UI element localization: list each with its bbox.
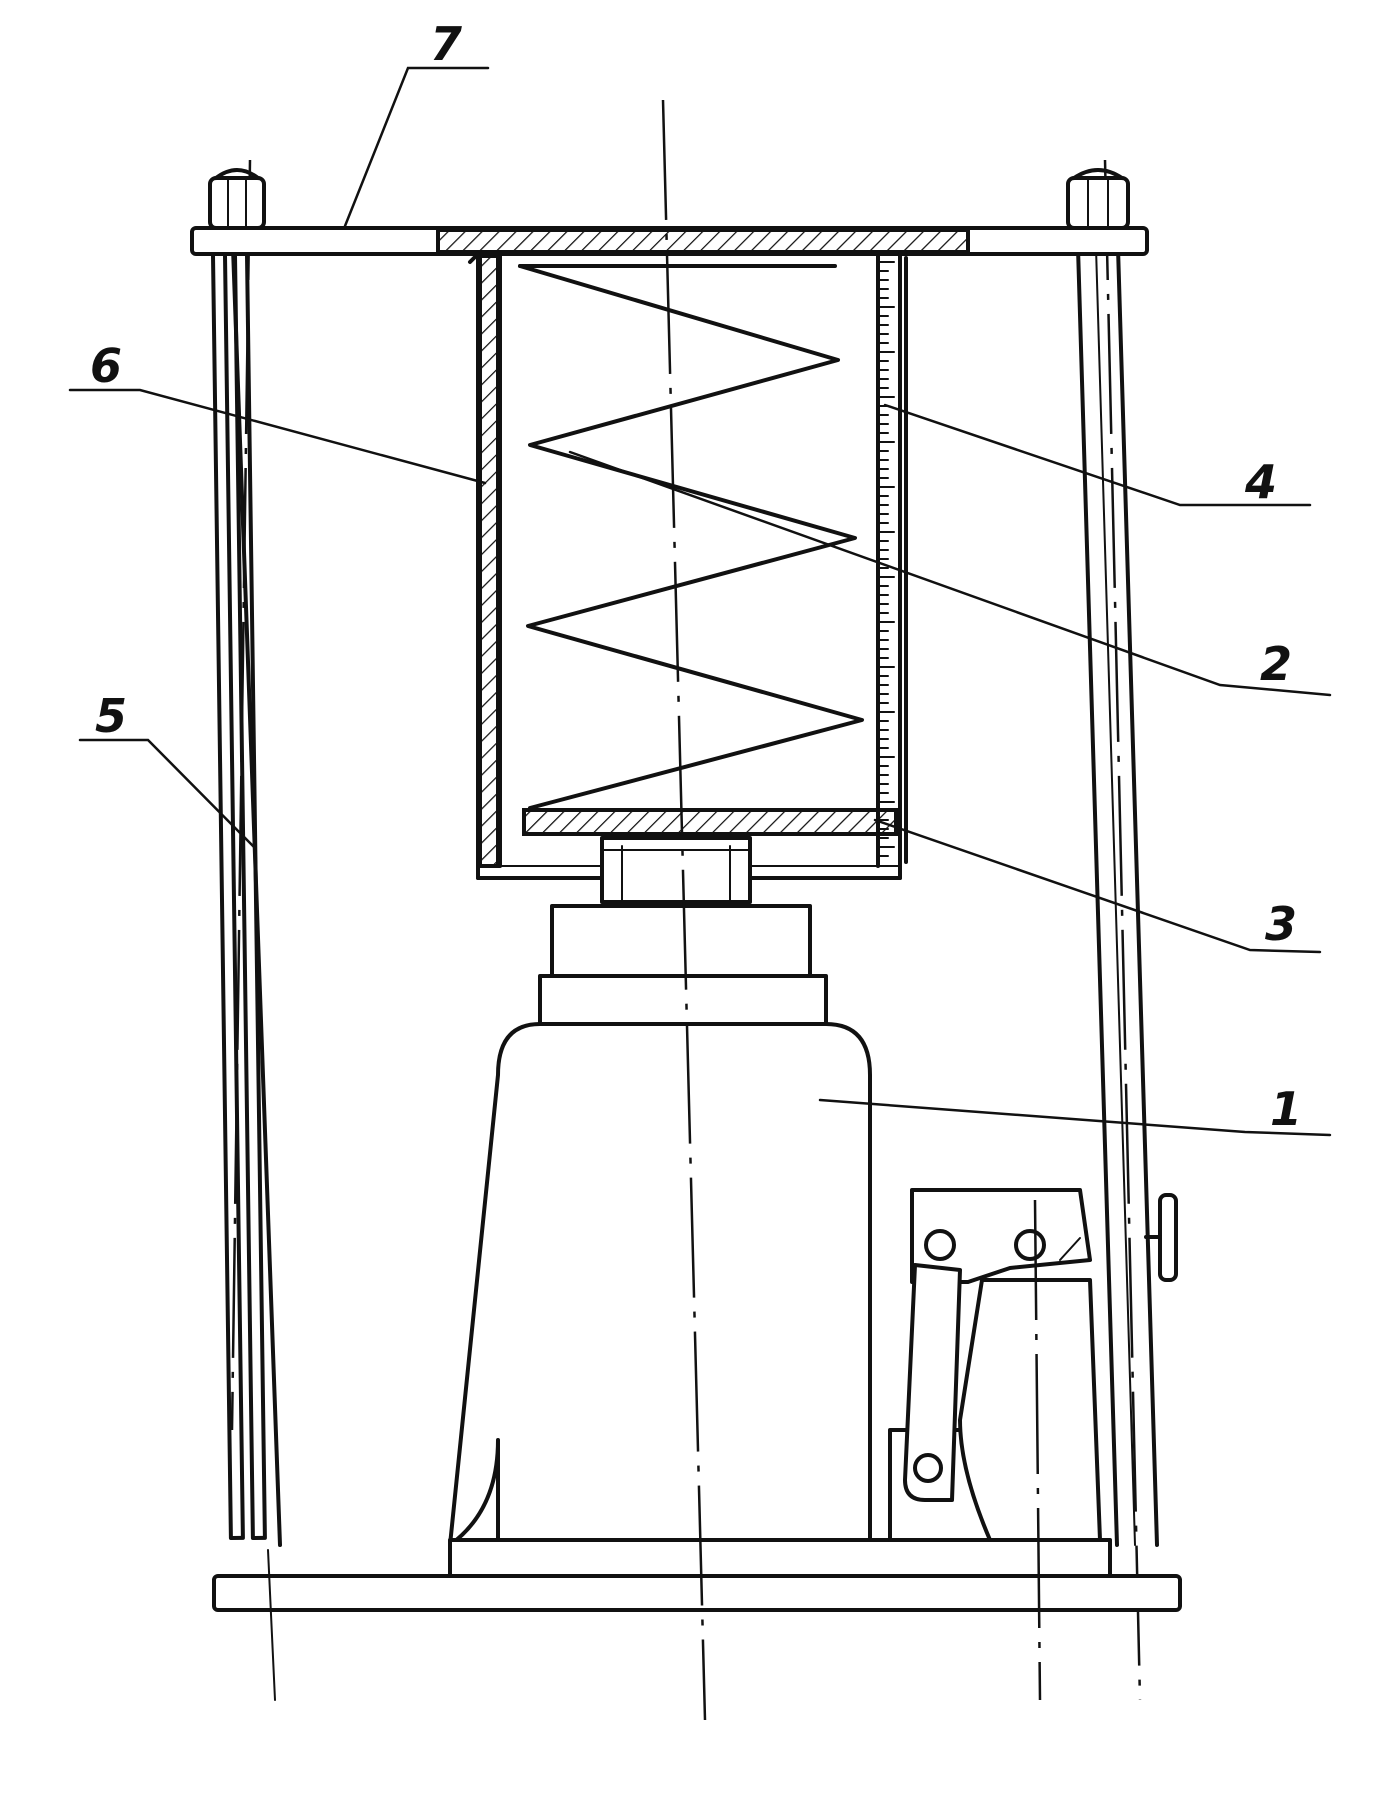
jack-body	[448, 904, 1112, 1578]
lever-pin	[913, 1453, 943, 1483]
nut-left	[208, 168, 266, 230]
cylinder	[468, 252, 902, 880]
label-5: 5	[95, 689, 127, 743]
pivot-pin-left	[924, 1229, 956, 1261]
label-7: 7	[430, 17, 462, 71]
nut-right	[1066, 168, 1130, 230]
base-plate	[212, 1574, 1182, 1612]
pivot-pin-right	[1014, 1229, 1046, 1261]
pump-handle-assembly	[888, 1188, 1178, 1542]
top-plate	[190, 226, 1149, 256]
centerline-left-extension	[267, 1549, 276, 1701]
spring	[518, 264, 864, 810]
ram	[600, 836, 752, 904]
centerline-pump	[1033, 1199, 1042, 1701]
piston-plate	[522, 808, 898, 836]
tie-rod-left	[210, 159, 282, 1547]
scale-ruler	[879, 256, 908, 864]
release-knob	[1158, 1193, 1178, 1282]
cylinder-left-wall	[478, 254, 500, 868]
label-6: 6	[90, 339, 122, 393]
centerline-main	[661, 99, 707, 1721]
label-2: 2	[1260, 637, 1292, 691]
label-3: 3	[1265, 897, 1297, 951]
leader-lines	[68, 66, 1332, 1137]
label-4: 4	[1244, 455, 1277, 509]
label-1: 1	[1270, 1082, 1302, 1136]
